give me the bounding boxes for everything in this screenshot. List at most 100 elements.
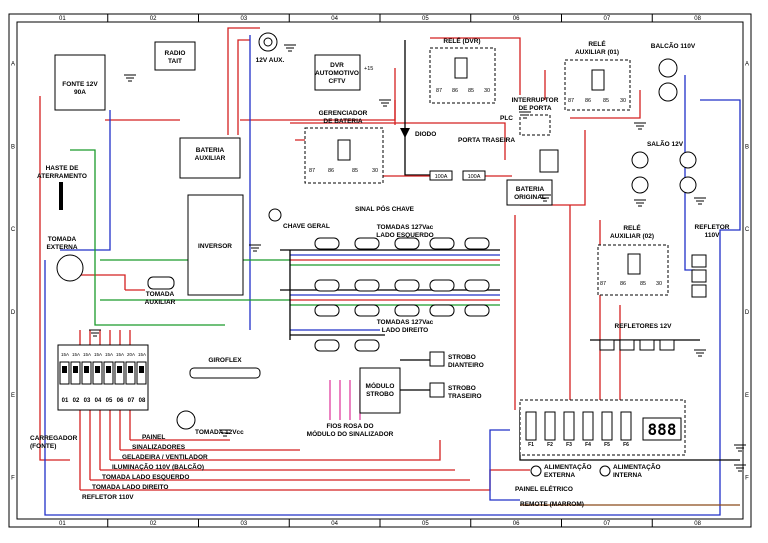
tomadas-dir-row (314, 279, 490, 352)
rele-aux2-box (597, 244, 669, 296)
rele-aux1-box (564, 59, 631, 111)
painel-eletrico-label: PAINEL ELÉTRICO (515, 484, 573, 493)
rele-aux1-pin-86: 86 (585, 98, 591, 104)
rele-aux1-label-1: RELÉ (588, 39, 606, 48)
chave-geral-label: CHAVE GERAL (283, 223, 330, 230)
carregador-label-2: (FONTE) (30, 443, 56, 450)
salao-label: SALÃO 12V (647, 139, 684, 148)
grid-col-label: 05 (422, 16, 429, 22)
strobo-traseiro-icon (429, 382, 445, 398)
grid-col-label: 02 (150, 16, 157, 22)
panel-switch (601, 411, 613, 441)
wire-red-fonte-down (39, 96, 70, 461)
rele-dvr-box (429, 47, 496, 104)
circuit-label: GELADEIRA / VENTILADOR (122, 454, 208, 461)
breaker-number: 04 (95, 398, 102, 404)
tomada-aux-label-1: TOMADA (146, 291, 175, 298)
breaker-rating: 15A (116, 352, 124, 357)
grid-col-label: 06 (513, 16, 520, 22)
fonte-label-1: FONTE 12V (62, 81, 98, 88)
socket-icon (429, 304, 455, 317)
wire-blue-alim (489, 429, 520, 501)
refletor-lamp-2-icon (691, 269, 707, 283)
radio-label-2: TAIT (168, 58, 182, 65)
salao-light-3-icon (631, 176, 649, 194)
gerenciador-label-2: DE BATERIA (323, 118, 363, 125)
fuse-a (429, 170, 453, 181)
tomadas-dir-label-2: LADO DIREITO (382, 327, 428, 334)
rele-aux2-pin-87: 87 (600, 281, 606, 287)
socket-icon (314, 304, 340, 317)
rele-aux2-pin-30: 30 (656, 281, 662, 287)
rele-dvr-pin-85: 85 (468, 88, 474, 94)
socket-icon (354, 304, 380, 317)
tomada-externa-socket-icon (56, 254, 84, 282)
ground-icon (694, 197, 706, 205)
ground-icon (634, 122, 646, 130)
rele-aux2-coil-icon (627, 253, 641, 275)
aux12-label: 12V AUX. (256, 57, 285, 64)
gerenciador-pin-86: 86 (328, 168, 334, 174)
interruptor-label-2: DE PORTA (518, 105, 551, 112)
aux12-socket-inner (263, 37, 273, 47)
diodo-icon (400, 128, 410, 138)
ground-icon (219, 429, 231, 437)
wire-red-tomada-aux (60, 274, 145, 291)
wire-red-rele-dvr-top (430, 37, 521, 95)
fios-rosa-label-2: MÓDULO DO SINALIZADOR (307, 429, 394, 438)
remote-label: REMOTE (MARROM) (520, 501, 584, 508)
socket-icon (354, 339, 380, 352)
refletor-label-1: REFLETOR (695, 224, 730, 231)
haste-label-2: ATERRAMENTO (37, 173, 87, 180)
fuse-b-label: 100A (468, 174, 481, 180)
bateria-original-label-1: BATERIA (516, 186, 545, 193)
alim-externa-led-icon (530, 465, 542, 477)
ground-icon (694, 349, 706, 357)
socket-icon (429, 237, 455, 250)
rele-aux1-pin-30: 30 (620, 98, 626, 104)
wire-pink-modulo (329, 380, 361, 420)
breaker-rating: 15A (72, 352, 80, 357)
grid-col-label: 04 (331, 521, 338, 527)
balcao-socket-2-icon (658, 82, 678, 102)
breaker-rating: 15A (94, 352, 102, 357)
strobo-t-label-2: TRASEIRO (448, 393, 482, 400)
alim-externa-label-2: EXTERNA (544, 472, 575, 479)
panel-switch-label: F2 (547, 442, 553, 448)
salao-light-2-icon (679, 151, 697, 169)
panel-switch-label: F6 (623, 442, 629, 448)
grid-row-label: E (745, 393, 749, 399)
breaker-lever-icon (95, 366, 100, 373)
gerenciador-pin-85: 85 (352, 168, 358, 174)
panel-display-value: 888 (648, 420, 677, 439)
tomada-12vcc-label: TOMADA 12Vcc (195, 429, 244, 436)
refletores12-label: REFLETORES 12V (615, 323, 673, 330)
dvr-box (314, 54, 361, 91)
socket-icon (429, 279, 455, 292)
wire-red-bateria-rele (240, 100, 396, 121)
ground-icon (734, 444, 746, 452)
tomadas-esq-label-1: TOMADAS 127Vac (377, 224, 434, 231)
circuit-label: REFLETOR 110V (82, 494, 134, 501)
refletor-lamp-1-icon (691, 254, 707, 268)
gerenciador-pin-30: 30 (372, 168, 378, 174)
socket-icon (464, 237, 490, 250)
circuit-label: SINALIZADORES (132, 444, 186, 451)
grid-row-label: E (11, 393, 15, 399)
dvr-plus-label: +15 (364, 66, 373, 72)
diodo-label: DIODO (415, 131, 436, 138)
refletor12-2-icon (619, 339, 635, 351)
grid-row-label: A (11, 61, 15, 67)
gerenciador-coil-icon (337, 139, 351, 161)
alim-externa-label-1: ALIMENTAÇÃO (544, 462, 592, 471)
rele-dvr-pin-87: 87 (436, 88, 442, 94)
gerenciador-box (304, 127, 384, 184)
dvr-label-3: CFTV (329, 78, 347, 85)
rele-aux1-label-2: AUXILIAR (01) (575, 49, 619, 56)
dvr-label-1: DVR (330, 62, 344, 69)
breaker-rating: 15A (138, 352, 146, 357)
grid-row-label: B (745, 144, 749, 150)
